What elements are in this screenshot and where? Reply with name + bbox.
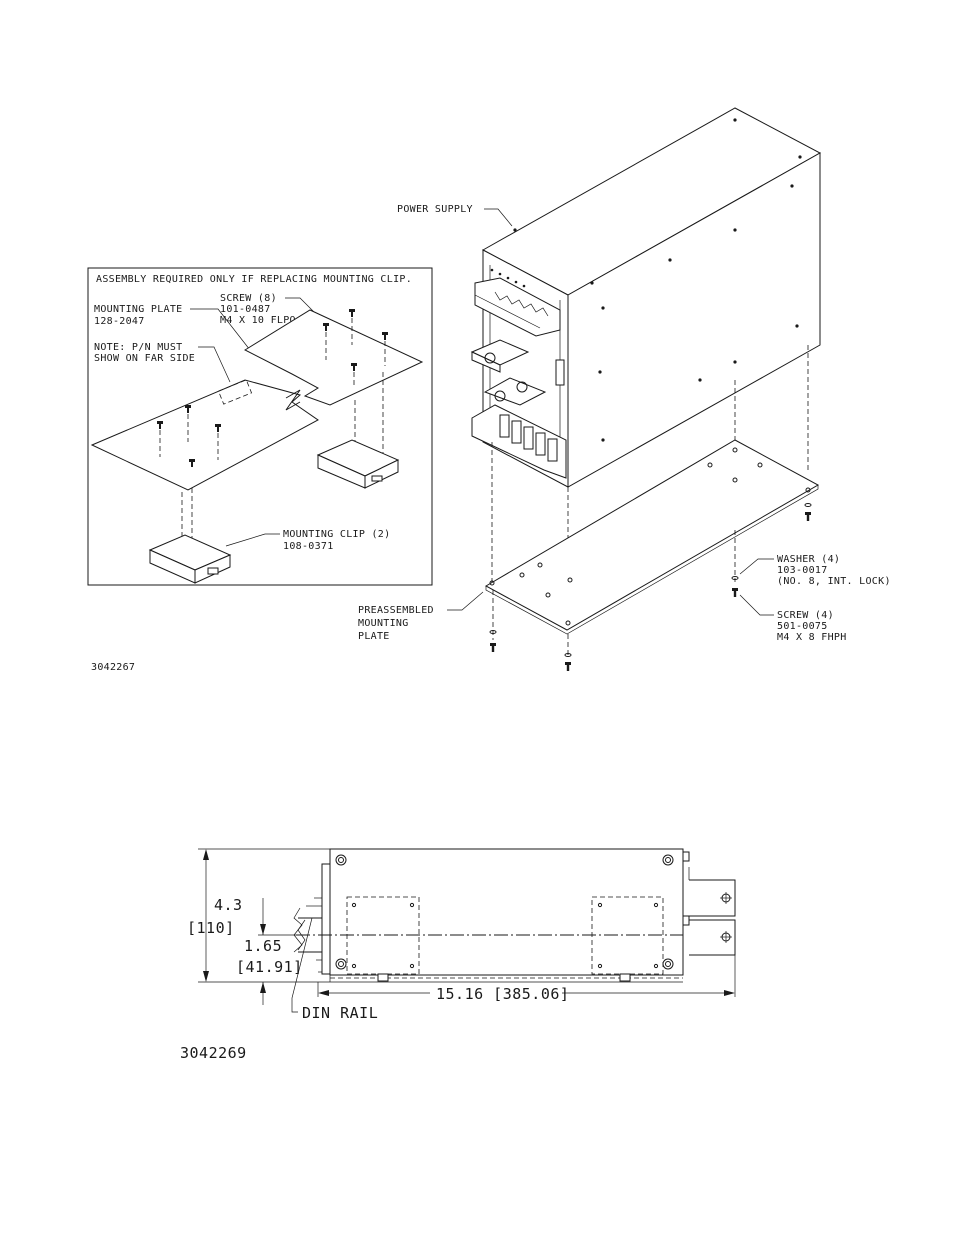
screw8-part-number: 101-0487: [220, 304, 271, 315]
preassembled-label-line-2: MOUNTING: [358, 618, 409, 629]
inset-panel: ASSEMBLY REQUIRED ONLY IF REPLACING MOUN…: [87, 267, 433, 586]
unit-body-side-view: [329, 848, 684, 976]
note-leader: [198, 346, 231, 383]
mounting-clip-leader: [225, 533, 280, 547]
washer-leader: [739, 558, 774, 575]
note-line-1: NOTE: P/N MUST: [94, 342, 183, 353]
mounting-plate-right-half: [243, 309, 424, 406]
middle-bracket: [470, 339, 530, 373]
dimension-figure: 4.3 [110] 1.65 [41.91] 15.16 [385.06] DI…: [180, 848, 736, 1062]
upper-terminal-strip: [474, 277, 561, 337]
rail-offset-inches: 1.65: [244, 937, 282, 955]
din-rail-label: DIN RAIL: [302, 1004, 378, 1022]
rail-dimension: [258, 898, 296, 1005]
screw4-part-number: 501-0075: [777, 621, 828, 632]
mounting-clip-label: MOUNTING CLIP (2): [283, 529, 390, 540]
unit-rear-step: [321, 863, 331, 975]
screw4-spec: M4 X 8 FHPH: [777, 632, 847, 643]
mounting-plate-leader: [190, 308, 251, 351]
preassembled-label-line-3: PLATE: [358, 631, 390, 642]
inset-screws: [157, 309, 388, 467]
power-supply-unit: POWER SUPPLY: [397, 107, 822, 488]
mounting-clip-part-number: 108-0371: [283, 541, 334, 552]
corner-screws: [335, 854, 674, 970]
height-millimeters: [110]: [187, 919, 235, 937]
lower-terminal-block: [471, 404, 567, 479]
mounting-clip-left: [148, 534, 232, 584]
clip-holes: [351, 902, 659, 969]
inset-title: ASSEMBLY REQUIRED ONLY IF REPLACING MOUN…: [96, 274, 412, 285]
height-dimension: [198, 848, 330, 983]
lower-bracket: [483, 377, 547, 406]
box-screw-holes: [513, 118, 802, 442]
part-number-area: [217, 379, 253, 405]
length-dimension: [317, 955, 736, 997]
preassembled-leader: [447, 591, 484, 611]
din-rail-leader: [291, 917, 313, 1013]
figure2-drawing-number: 3042269: [180, 1044, 247, 1062]
overall-length: 15.16 [385.06]: [436, 985, 569, 1003]
mounting-plate-part-number: 128-2047: [94, 316, 145, 327]
din-rail-section: [293, 897, 322, 973]
figure1-drawing-number: 3042267: [91, 662, 135, 673]
din-clip-left-outline: [346, 896, 420, 975]
plate-holes: [489, 447, 811, 626]
assembly-figure: ASSEMBLY REQUIRED ONLY IF REPLACING MOUN…: [87, 107, 891, 673]
screw4-label: SCREW (4): [777, 610, 834, 621]
height-inches: 4.3: [214, 896, 243, 914]
din-clip-right-outline: [591, 896, 664, 975]
mounting-plate-label: MOUNTING PLATE: [94, 304, 183, 315]
washer-part-number: 103-0017: [777, 565, 828, 576]
mounting-plate-left-half: [90, 379, 319, 491]
preassembled-label-line-1: PREASSEMBLED: [358, 605, 434, 616]
plate-screws: [489, 503, 812, 671]
washer-spec: (NO. 8, INT. LOCK): [777, 576, 891, 587]
screw8-spec: M4 X 10 FLPO: [220, 315, 296, 326]
preassembled-mounting-plate: [484, 439, 820, 635]
clip-tab-left: [377, 973, 389, 982]
right-terminals: [682, 851, 736, 956]
rail-offset-millimeters: [41.91]: [236, 958, 303, 976]
inset-frame: [87, 267, 433, 586]
screw8-label: SCREW (8): [220, 293, 277, 304]
break-symbol: [285, 389, 301, 411]
clip-tab-right: [619, 973, 631, 982]
screw4-leader: [739, 594, 774, 616]
inset-screw-drop-lines: [159, 318, 386, 460]
power-supply-label: POWER SUPPLY: [397, 204, 473, 215]
note-line-2: SHOW ON FAR SIDE: [94, 353, 195, 364]
washer-label: WASHER (4): [777, 554, 840, 565]
power-supply-leader: [484, 208, 513, 227]
mounting-clip-right: [316, 439, 400, 489]
